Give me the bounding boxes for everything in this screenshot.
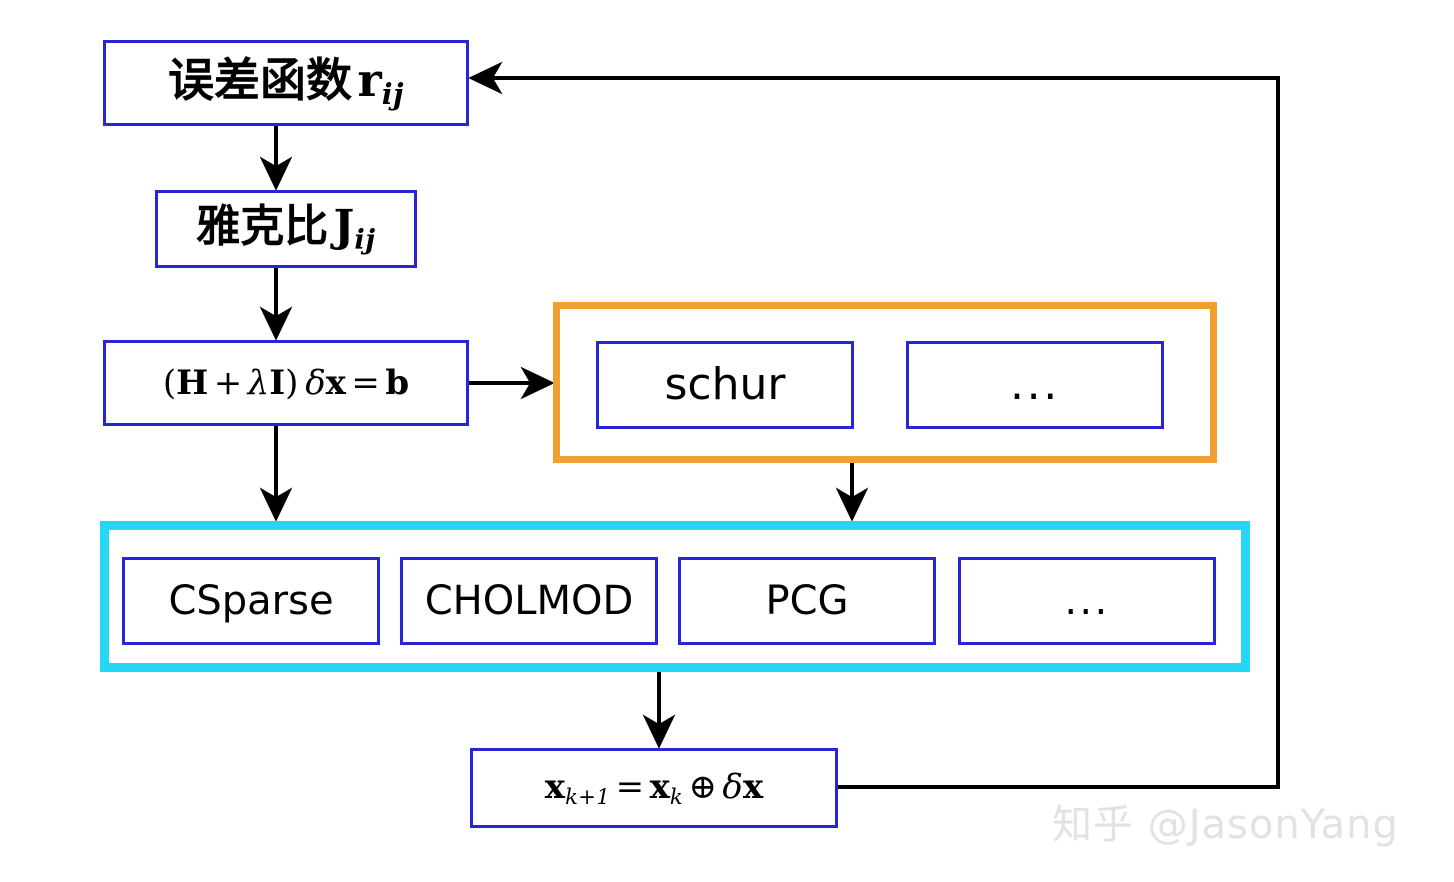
node-cholmod[interactable]: CHOLMOD — [400, 557, 658, 645]
group-linear-solvers — [100, 521, 1250, 672]
node-cholmod-label: CHOLMOD — [424, 578, 634, 624]
node-schur-more-label: ... — [1010, 359, 1060, 410]
node-pcg[interactable]: PCG — [678, 557, 936, 645]
node-residual-symbol: r — [357, 53, 382, 108]
watermark: 知乎 @JasonYang — [1052, 802, 1399, 848]
node-state-update-label: xk+1=xk⊕δx — [544, 766, 764, 809]
node-jacobian-symbol: J — [333, 200, 355, 252]
node-pcg-label: PCG — [765, 578, 849, 624]
node-schur-label: schur — [664, 359, 786, 410]
node-jacobian-subscript: ij — [354, 223, 376, 256]
node-linear-solver-more[interactable]: ... — [958, 557, 1216, 645]
node-csparse[interactable]: CSparse — [122, 557, 380, 645]
node-residual-subscript: ij — [381, 77, 405, 112]
node-state-update[interactable]: xk+1=xk⊕δx — [470, 748, 838, 828]
node-linear-solver-more-label: ... — [1064, 578, 1110, 624]
node-schur-more[interactable]: ... — [906, 341, 1164, 429]
node-normal-equation-label: (H+λI)δx=b — [162, 363, 410, 403]
node-schur[interactable]: schur — [596, 341, 854, 429]
group-schur-methods — [553, 302, 1217, 463]
node-csparse-label: CSparse — [168, 578, 334, 624]
node-normal-equation[interactable]: (H+λI)δx=b — [103, 340, 469, 426]
